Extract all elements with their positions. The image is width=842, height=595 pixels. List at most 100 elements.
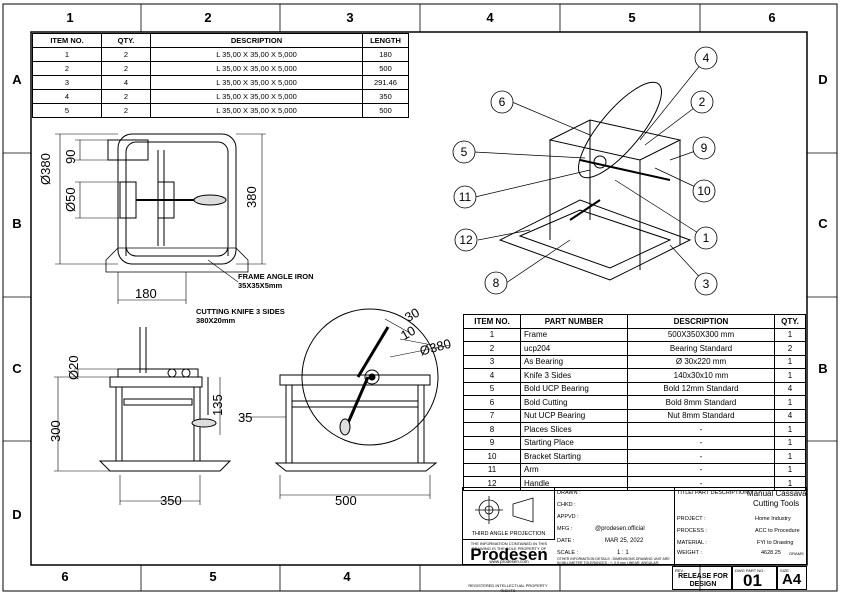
note-frame-angle: FRAME ANGLE IRON 35X35X5mm <box>238 272 314 290</box>
rev-label: REV : <box>675 568 686 573</box>
balloon-2: 2 <box>699 95 706 109</box>
release-label: RELEASE FOR DESIGN <box>678 573 728 588</box>
zone-top-1: 1 <box>66 10 74 25</box>
balloon-12: 12 <box>459 233 473 247</box>
dim-side-dia20: Ø20 <box>66 355 81 380</box>
title-line2: Cutting Tools <box>753 499 800 508</box>
right-fields: TITLE/ PART DESCRIPTION : Manual Cassava… <box>675 488 807 566</box>
side-view <box>54 327 232 505</box>
title-block: THIRD ANGLE PROJECTION THE INFORMATION C… <box>462 487 807 566</box>
dim-side-300: 300 <box>48 420 63 442</box>
bom-header: ITEM NO. PART NUMBER DESCRIPTION QTY. <box>463 314 806 329</box>
appvd-label: APPVD : <box>557 514 579 520</box>
zone-bottom-6: 6 <box>61 569 69 584</box>
zone-top-3: 3 <box>346 10 354 25</box>
dim-top-380: 380 <box>244 186 259 208</box>
bom-col-part: PART NUMBER <box>520 314 628 329</box>
dwg-box: DWG PART NO : 01 <box>732 566 777 590</box>
size-label: SIZE : <box>780 568 792 573</box>
zone-top-4: 4 <box>486 10 494 25</box>
bom-col-item: ITEM NO. <box>463 314 521 329</box>
zone-left-D: D <box>12 507 22 522</box>
zone-bottom-4: 4 <box>343 569 351 584</box>
mfg-label: MFG : <box>557 526 573 532</box>
zone-left-C: C <box>12 361 22 376</box>
process-value: ACC to Procedure <box>755 528 800 534</box>
date-label: DATE : <box>557 538 575 544</box>
title-label: TITLE/ PART DESCRIPTION : <box>677 490 752 496</box>
dim-top-90: 90 <box>63 149 78 164</box>
cut-col-length: LENGTH <box>362 33 409 48</box>
bom-col-qty: QTY. <box>774 314 806 329</box>
balloon-3: 3 <box>703 277 710 291</box>
zone-right-D: D <box>818 72 828 87</box>
zone-top-6: 6 <box>768 10 776 25</box>
weight-unit: GRAMS <box>789 551 804 556</box>
dim-top-180: 180 <box>135 286 157 301</box>
cut-col-desc: DESCRIPTION <box>150 33 363 48</box>
zone-left-A: A <box>12 72 22 87</box>
company-name: Prodesen <box>470 545 548 564</box>
scale-value: 1 : 1 <box>617 550 629 556</box>
zone-right-C: C <box>818 216 828 231</box>
projection-label: THIRD ANGLE PROJECTION <box>471 531 546 537</box>
other-info: OTHER INFORMATION DETAILS : DIMENSIONS D… <box>557 557 670 565</box>
release-box: REV : RELEASE FOR DESIGN <box>672 566 732 590</box>
size-value: A4 <box>782 571 802 588</box>
cut-col-item: ITEM NO. <box>32 33 102 48</box>
zone-left-B: B <box>12 216 22 231</box>
project-label: PROJECT : <box>677 516 706 522</box>
cut-col-qty: QTY. <box>101 33 151 48</box>
balloon-6: 6 <box>499 95 506 109</box>
mfg-value: @prodesen.official <box>595 526 645 532</box>
note-cutting-knife: CUTTING KNIFE 3 SIDES 380X20mm <box>196 307 285 325</box>
zone-right-B: B <box>818 361 828 376</box>
rights-note: REGISTERED INTELLECTUAL PROPERTY RIGHTS <box>468 583 548 593</box>
dwg-label: DWG PART NO : <box>735 568 766 573</box>
ownership-note: THE INFORMATION CONTAINED IN THIS DRAWIN… <box>470 541 548 551</box>
balloon-1: 1 <box>703 231 710 245</box>
company-website: www.prodesen.com <box>489 559 529 564</box>
balloon-5: 5 <box>461 145 468 159</box>
top-view <box>55 133 266 304</box>
dwg-value: 01 <box>743 571 762 590</box>
material-label: MATERIAL : <box>677 540 707 546</box>
balloon-8: 8 <box>493 276 500 290</box>
projection-symbol-icon <box>475 496 534 524</box>
zone-top-5: 5 <box>628 10 636 25</box>
zone-top-2: 2 <box>204 10 212 25</box>
dim-top-dia50: Ø50 <box>63 187 78 212</box>
project-value: Home Industry <box>755 516 791 522</box>
date-value: MAR 25, 2022 <box>605 538 644 544</box>
dim-front-35: 35 <box>238 410 253 425</box>
projection-box: THIRD ANGLE PROJECTION <box>463 488 555 540</box>
weight-label: WEIGHT : <box>677 550 702 556</box>
balloon-10: 10 <box>697 184 711 198</box>
dim-top-dia380: Ø380 <box>38 153 53 185</box>
chkd-label: CHKD : <box>557 502 576 508</box>
balloon-9: 9 <box>701 141 708 155</box>
size-box: SIZE : A4 <box>777 566 807 590</box>
material-value: FYI to Drawing <box>757 540 794 546</box>
process-label: PROCESS : <box>677 528 707 534</box>
scale-label: SCALE : <box>557 550 579 556</box>
